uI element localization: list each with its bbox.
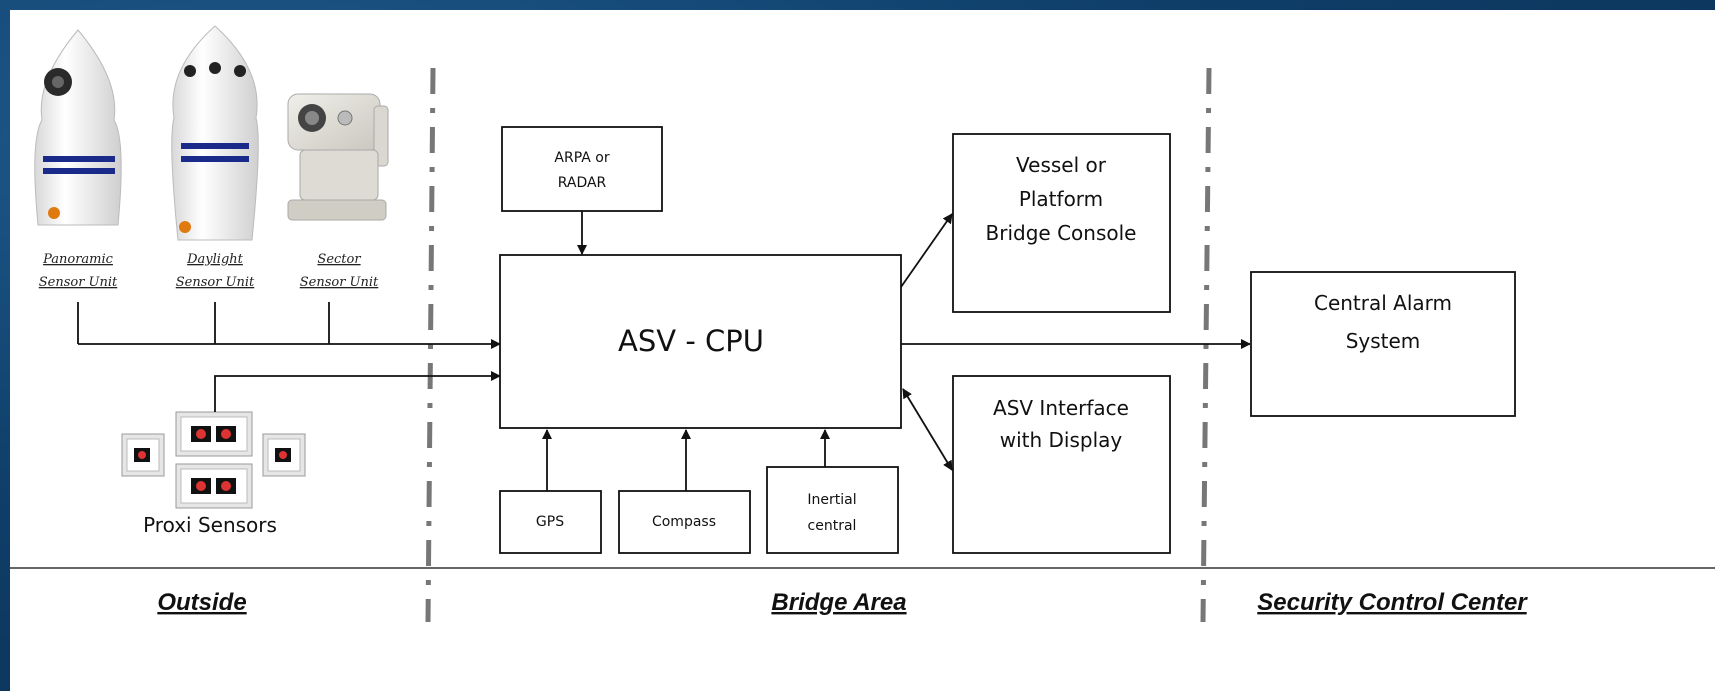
alarm-line1: Central Alarm [1314, 291, 1452, 315]
asv-cpu-label: ASV - CPU [618, 324, 764, 358]
console-line3: Bridge Console [986, 221, 1137, 245]
svg-text:Central Alarm: Central Alarm [1314, 291, 1452, 315]
asv-cpu-box [499, 254, 902, 429]
interface-line1: ASV Interface [993, 396, 1129, 420]
alarm-line2: System [1346, 329, 1421, 353]
daylight-caption-line1: Daylight [186, 252, 244, 267]
daylight-sensor-unit-image [171, 25, 259, 241]
svg-text:Sensor Unit: Sensor Unit [300, 275, 379, 290]
svg-text:Daylight: Daylight [186, 252, 244, 267]
zone-label-outside: Outside [157, 589, 246, 616]
proxi-sensors-label: Proxi Sensors [143, 513, 277, 537]
svg-text:Platform: Platform [1019, 187, 1103, 211]
sector-caption-line2: Sensor Unit [300, 275, 379, 290]
svg-text:Sensor Unit: Sensor Unit [176, 275, 255, 290]
proxi-to-cpu-line [214, 371, 501, 412]
compass-box [618, 490, 751, 554]
arpa-radar-line1: ARPA or [554, 150, 609, 166]
separator-outside-bridge [425, 67, 436, 623]
zone-label-bridge-area: Bridge Area [771, 589, 906, 616]
svg-text:Bridge Console: Bridge Console [986, 221, 1137, 245]
cpu-interface-bidirectional-arrow [902, 388, 953, 471]
arpa-radar-box [501, 126, 663, 212]
diagram-canvas: Panoramic Sensor Unit Daylight Sensor Un… [10, 10, 1715, 691]
svg-text:Sensor Unit: Sensor Unit [39, 275, 118, 290]
svg-text:Panoramic: Panoramic [42, 252, 114, 267]
separator-bridge-security [1200, 67, 1212, 623]
svg-text:with Display: with Display [1000, 428, 1123, 452]
gps-label: GPS [536, 514, 564, 530]
arpa-radar-line2: RADAR [558, 175, 607, 191]
svg-text:ARPA or: ARPA or [554, 150, 609, 166]
camera-bus-line [77, 302, 500, 344]
sector-caption-line1: Sector [317, 252, 361, 267]
asv-system-diagram: Panoramic Sensor Unit Daylight Sensor Un… [10, 25, 1715, 623]
cpu-to-console-arrow [900, 213, 953, 288]
asv-interface-box [952, 375, 1171, 554]
central-alarm-box [1250, 271, 1516, 417]
compass-label: Compass [652, 514, 716, 530]
svg-text:RADAR: RADAR [558, 175, 607, 191]
proxi-sensors-image [121, 411, 306, 509]
console-line2: Platform [1019, 187, 1103, 211]
svg-text:Vessel or: Vessel or [1016, 153, 1107, 177]
panoramic-caption-line1: Panoramic [42, 252, 114, 267]
inertial-line2: central [808, 518, 857, 534]
sector-sensor-unit-image [287, 93, 389, 221]
panoramic-caption-line2: Sensor Unit [39, 275, 118, 290]
gps-box [499, 490, 602, 554]
svg-text:System: System [1346, 329, 1421, 353]
panoramic-sensor-unit-image [34, 29, 122, 226]
bridge-console-box [952, 133, 1171, 313]
svg-text:Sector: Sector [317, 252, 361, 267]
interface-line2: with Display [1000, 428, 1123, 452]
inertial-line1: Inertial [807, 492, 856, 508]
svg-text:ASV Interface: ASV Interface [993, 396, 1129, 420]
daylight-caption-line2: Sensor Unit [176, 275, 255, 290]
inertial-central-box [766, 466, 899, 554]
svg-text:Inertial: Inertial [807, 492, 856, 508]
svg-text:central: central [808, 518, 857, 534]
zone-label-security-control-center: Security Control Center [1257, 589, 1528, 616]
console-line1: Vessel or [1016, 153, 1107, 177]
